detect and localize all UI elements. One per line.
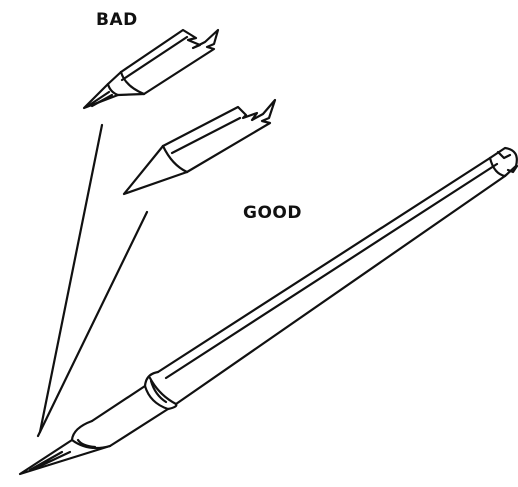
bad-tip-barrel: [121, 30, 218, 94]
iron-neck: [92, 386, 168, 446]
leader-line-bad: [40, 125, 102, 432]
good-tip-barrel: [163, 100, 275, 172]
good-tip-example: [124, 100, 275, 194]
bad-tip-collar: [121, 72, 144, 94]
good-label: GOOD: [243, 203, 302, 223]
good-tip-point: [124, 146, 187, 194]
leader-lines: [38, 125, 147, 436]
soldering-iron: [20, 148, 517, 474]
iron-tip-collar: [72, 421, 110, 448]
iron-collar: [145, 372, 176, 409]
good-tip-collar: [163, 146, 187, 172]
leader-line-good: [38, 212, 147, 436]
iron-tip-shade: [30, 440, 95, 470]
iron-groove: [166, 164, 497, 378]
bad-tip-example: [84, 30, 218, 108]
bad-label: BAD: [96, 10, 138, 30]
